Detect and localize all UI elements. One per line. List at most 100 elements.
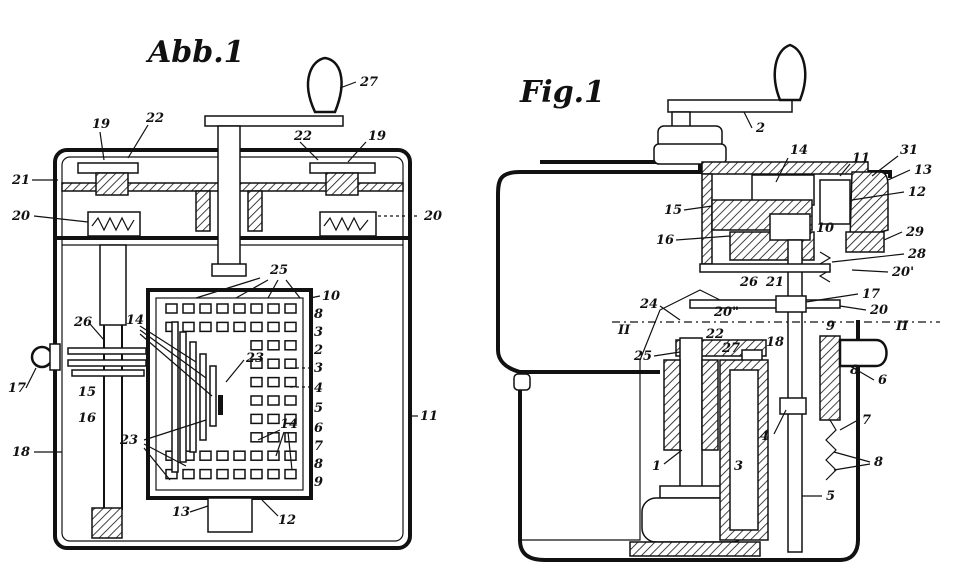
label-18: 18 [12, 445, 30, 460]
row-number-9: 9 [314, 475, 323, 490]
right-side-sleeve [819, 335, 888, 481]
label-16: 16 [78, 411, 96, 426]
label-r-11: 11 [852, 151, 870, 166]
label-r-7: 7 [862, 413, 871, 428]
drum-bar [189, 341, 197, 453]
leader-19b [347, 141, 367, 163]
label-r-28: 28 [907, 247, 926, 262]
leader-10 [309, 295, 321, 299]
leader-23b-1 [143, 419, 207, 441]
left-disc-26a [67, 347, 147, 355]
leader-27 [339, 81, 357, 89]
left-lid-partition-a [195, 190, 211, 232]
leader-r-13 [887, 169, 911, 181]
leader-r-25 [653, 351, 681, 357]
drum-window [250, 340, 263, 351]
label-20a: 20 [11, 209, 30, 224]
left-gear-19b [309, 162, 376, 174]
label-r-25: 25 [633, 349, 652, 364]
leader-20a [33, 215, 89, 223]
drum-window [284, 321, 297, 333]
label-r-2: 2 [755, 121, 765, 136]
label-r-4: 4 [760, 429, 769, 444]
left-vertical-shaft [67, 244, 147, 539]
drum-window [284, 468, 297, 480]
left-drum-inner [155, 297, 304, 491]
label-r-18: 18 [766, 335, 784, 350]
leader-23b-2 [143, 443, 187, 467]
label-14a: 14 [126, 313, 144, 328]
leader-25a [195, 277, 261, 299]
leader-r-11 [839, 163, 851, 177]
left-hub-b [325, 172, 359, 196]
label-15: 15 [78, 385, 96, 400]
drum-window [199, 321, 212, 333]
label-r-6: 6 [878, 373, 887, 388]
label-r-8b: 8 [874, 455, 883, 470]
left-drum [146, 288, 313, 533]
right-cutaway [520, 289, 769, 557]
drum-window [250, 358, 263, 369]
right-column-wall-b [701, 359, 719, 451]
drum-window [250, 432, 263, 443]
left-main-shaft [217, 125, 241, 267]
right-gear-10 [769, 213, 811, 241]
leader-25b [235, 279, 269, 299]
leader-23a [225, 359, 245, 383]
label-r-31: 31 [900, 143, 918, 158]
drum-window [284, 303, 297, 314]
drum-bar [171, 321, 179, 473]
drum-window [267, 321, 280, 333]
row-number-8a: 8 [314, 307, 323, 322]
right-side-stud [513, 373, 531, 391]
drum-window [267, 358, 280, 369]
drum-window [199, 450, 212, 461]
label-r-20: 20 [869, 303, 888, 318]
label-r-1: 1 [652, 459, 661, 474]
label-r-5: 5 [826, 489, 835, 504]
left-spring-b [323, 216, 369, 232]
label-r-17: 17 [862, 287, 880, 302]
right-plate-20pp [689, 299, 841, 309]
leader-r-12 [851, 191, 905, 201]
drum-window [233, 468, 246, 480]
leader-14b-2 [275, 431, 285, 457]
drum-window [216, 468, 229, 480]
drum-window [250, 321, 263, 333]
label-27: 27 [359, 75, 378, 90]
label-22a: 22 [145, 111, 164, 126]
row-number-7: 7 [314, 439, 323, 454]
label-r-9: 9 [826, 319, 835, 334]
leader-r-8b-1 [833, 451, 871, 463]
left-drum-foot-13 [207, 497, 253, 533]
left-figure-title: Abb.1 [145, 35, 245, 70]
left-gear-19a [77, 162, 139, 174]
label-23b: 23 [119, 433, 138, 448]
leader-25c [267, 279, 279, 299]
row-number-8b: 8 [314, 457, 323, 472]
label-r-20p: 20' [891, 265, 914, 280]
leader-26 [89, 323, 105, 341]
right-base-plate [659, 485, 723, 499]
label-17: 17 [8, 381, 26, 396]
label-25: 25 [269, 263, 288, 278]
left-knob-head [30, 345, 54, 369]
drum-window [267, 450, 280, 461]
drum-window [267, 468, 280, 480]
label-r-26: 26 [739, 275, 758, 290]
left-spring-box-b [319, 211, 377, 237]
right-plate-26 [699, 263, 831, 273]
label-r-21: 21 [765, 275, 784, 290]
right-cover-13 [849, 171, 889, 241]
label-10: 10 [322, 289, 340, 304]
right-upper-body-outline [496, 170, 521, 374]
drum-window [250, 395, 263, 406]
label-r-II-left: II [617, 323, 631, 338]
drum-window [182, 321, 195, 333]
right-mech-left-wall [701, 173, 713, 265]
leader-12 [261, 499, 279, 517]
right-collar-17 [775, 295, 807, 313]
right-mech-top-plate [701, 161, 869, 175]
left-crank-arm [204, 115, 344, 127]
leader-14b-1 [257, 429, 281, 441]
